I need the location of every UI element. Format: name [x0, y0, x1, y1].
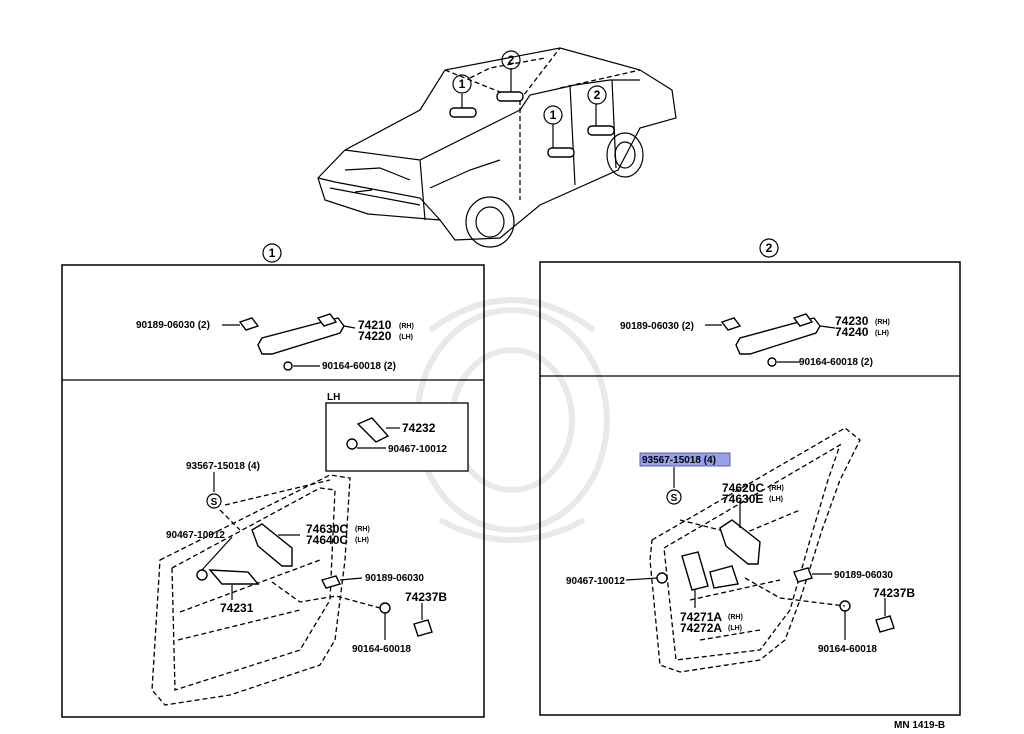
label-90467-10012-p2[interactable]: 90467-10012	[566, 576, 625, 587]
label-93567-15018-4-p2[interactable]: 93567-15018 (4)	[642, 455, 716, 466]
clip-icon	[320, 575, 342, 589]
car-callout-1b[interactable]: 1	[543, 105, 563, 125]
car-callout-1a[interactable]: 1	[452, 74, 472, 94]
clip-icon	[793, 567, 813, 583]
svg-text:(RH): (RH)	[355, 526, 370, 533]
s-symbol-p2[interactable]: S	[666, 489, 682, 505]
screw-icon	[767, 357, 777, 367]
label-90467-10012-lh[interactable]: 90467-10012	[388, 444, 447, 455]
svg-text:(RH): (RH)	[399, 323, 414, 330]
label-74237B[interactable]: 74237B	[405, 590, 447, 604]
armrest-2[interactable]	[719, 519, 761, 565]
label-90164-60018-2-p2[interactable]: 90164-60018 (2)	[799, 357, 873, 368]
label-74231[interactable]: 74231	[220, 601, 254, 615]
label-93567-15018-4[interactable]: 93567-15018 (4)	[186, 461, 260, 472]
screw-icon	[379, 602, 391, 614]
cover-icon	[875, 615, 895, 633]
section-1-header[interactable]: 1	[262, 243, 282, 263]
door-trim-panel-1[interactable]	[151, 474, 351, 706]
clip-icon	[720, 317, 742, 331]
car-callout-2b[interactable]: 2	[587, 85, 607, 105]
clip-icon	[656, 572, 668, 584]
watermark	[414, 297, 610, 543]
label-90189-06030-p2[interactable]: 90189-06030	[834, 570, 893, 581]
cover-icon	[413, 619, 433, 637]
label-74220[interactable]: 74220	[358, 329, 392, 343]
switch-base-74271a[interactable]	[681, 551, 709, 591]
svg-text:(RH): (RH)	[728, 614, 743, 621]
label-90189-06030[interactable]: 90189-06030	[365, 573, 424, 584]
highlight-93567-15018	[639, 452, 731, 467]
svg-text:2: 2	[508, 53, 515, 67]
svg-text:(LH): (LH)	[769, 496, 783, 503]
label-74240[interactable]: 74240	[835, 325, 869, 339]
label-74230[interactable]: 74230	[835, 314, 869, 328]
label-90467-10012[interactable]: 90467-10012	[166, 530, 225, 541]
panel-1-frame	[61, 264, 485, 718]
svg-text:2: 2	[766, 241, 773, 255]
grip-icon	[587, 125, 615, 136]
svg-text:1: 1	[269, 246, 276, 260]
label-74630C[interactable]: 74630C	[306, 522, 348, 536]
panel-2-frame	[539, 261, 961, 716]
label-74232[interactable]: 74232	[402, 421, 436, 435]
s-symbol[interactable]: S	[206, 493, 222, 509]
lh-inset-box	[325, 402, 469, 472]
label-74620C[interactable]: 74620C	[722, 481, 764, 495]
assist-grip-1[interactable]	[222, 313, 356, 371]
pocket-icon	[709, 565, 739, 589]
label-90164-60018-p2[interactable]: 90164-60018	[818, 644, 877, 655]
screw-icon	[283, 361, 293, 371]
label-90164-60018-2[interactable]: 90164-60018 (2)	[322, 361, 396, 372]
svg-text:1: 1	[459, 77, 466, 91]
grip-icon	[547, 147, 575, 158]
svg-text:(LH): (LH)	[728, 625, 742, 632]
svg-text:(LH): (LH)	[399, 334, 413, 341]
diagram-code: MN 1419-B	[894, 720, 945, 731]
label-74210[interactable]: 74210	[358, 318, 392, 332]
lh-inset-title: LH	[327, 392, 340, 403]
label-74272A[interactable]: 74272A	[680, 621, 722, 635]
svg-text:(LH): (LH)	[875, 330, 889, 337]
svg-text:(LH): (LH)	[355, 537, 369, 544]
lh-inset-parts[interactable]	[346, 417, 400, 450]
assist-grip-2[interactable]	[705, 313, 836, 367]
section-2-header[interactable]: 2	[759, 238, 779, 258]
grip-icon	[496, 91, 524, 102]
label-90189-06030-2[interactable]: 90189-06030 (2)	[136, 320, 210, 331]
clip-icon	[238, 317, 260, 331]
svg-text:1: 1	[550, 108, 557, 122]
label-74640C[interactable]: 74640C	[306, 533, 348, 547]
label-74630E[interactable]: 74630E	[722, 492, 763, 506]
armrest-1[interactable]	[251, 523, 293, 567]
car-illustration	[317, 47, 677, 248]
grip-icon	[449, 107, 477, 118]
svg-text:S: S	[211, 497, 218, 508]
label-90164-60018[interactable]: 90164-60018	[352, 644, 411, 655]
car-callout-2a[interactable]: 2	[501, 50, 521, 70]
svg-text:(RH): (RH)	[875, 319, 890, 326]
label-74237B-p2[interactable]: 74237B	[873, 586, 915, 600]
label-74271A[interactable]: 74271A	[680, 610, 722, 624]
switch-base-74231[interactable]	[196, 569, 260, 585]
svg-text:S: S	[671, 493, 678, 504]
svg-text:(RH): (RH)	[769, 485, 784, 492]
svg-text:2: 2	[594, 88, 601, 102]
label-90189-06030-2-p2[interactable]: 90189-06030 (2)	[620, 321, 694, 332]
